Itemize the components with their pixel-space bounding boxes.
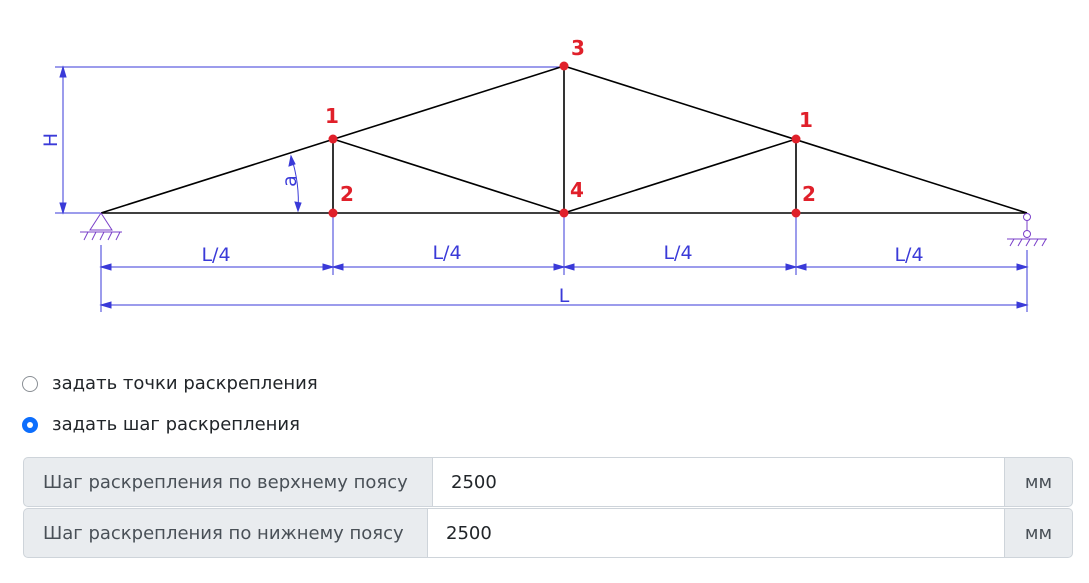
truss-diagram: H a [40,36,1047,312]
right-support [1007,213,1047,247]
quarter-label-3: L/4 [663,242,692,264]
span-dimension [99,301,1029,309]
radio-points-circle[interactable] [22,375,38,392]
left-support [80,212,122,241]
radio-option-step[interactable]: задать шаг раскрепления [22,414,300,435]
node-top-right [791,134,801,144]
node-top-left [328,134,338,144]
top-chord-step-group: Шаг раскрепления по верхнему поясу мм [23,457,1073,507]
bottom-chord-step-group: Шаг раскрепления по нижнему поясу мм [23,508,1073,558]
bottom-chord-step-label: Шаг раскрепления по нижнему поясу [23,508,427,558]
height-label: H [40,133,62,147]
angle-marker [288,154,302,213]
node-bottom-left [328,208,338,218]
top-chord-step-unit: мм [1005,457,1073,507]
span-label: L [559,285,570,307]
radio-points-label[interactable]: задать точки раскрепления [52,373,318,394]
top-chord-step-label: Шаг раскрепления по верхнему поясу [23,457,432,507]
top-chord-step-input[interactable] [432,457,1005,507]
quarter-label-1: L/4 [201,244,230,266]
node-bottom-right [791,208,801,218]
bottom-chord-step-unit: мм [1005,508,1073,558]
node-label-top-right: 1 [799,108,813,132]
diagonal-right [563,138,797,214]
quarter-label-4: L/4 [894,244,923,266]
node-bottom-center [559,208,569,218]
quarter-label-2: L/4 [432,242,461,264]
angle-label: a [279,175,301,187]
bottom-chord-step-input[interactable] [427,508,1005,558]
quarter-dimensions [99,217,1029,312]
height-dimension [55,65,564,215]
node-apex [559,61,569,71]
radio-option-points[interactable]: задать точки раскрепления [22,373,318,394]
node-label-bottom-left: 2 [340,182,354,206]
node-label-apex: 3 [571,36,585,60]
node-label-bottom-center: 4 [570,178,584,202]
diagonal-left [332,138,565,214]
radio-step-label[interactable]: задать шаг раскрепления [52,414,300,435]
node-label-bottom-right: 2 [802,182,816,206]
truss-members [100,65,1028,214]
node-label-top-left: 1 [325,104,339,128]
truss-nodes [328,61,801,218]
radio-step-circle[interactable] [22,416,38,433]
